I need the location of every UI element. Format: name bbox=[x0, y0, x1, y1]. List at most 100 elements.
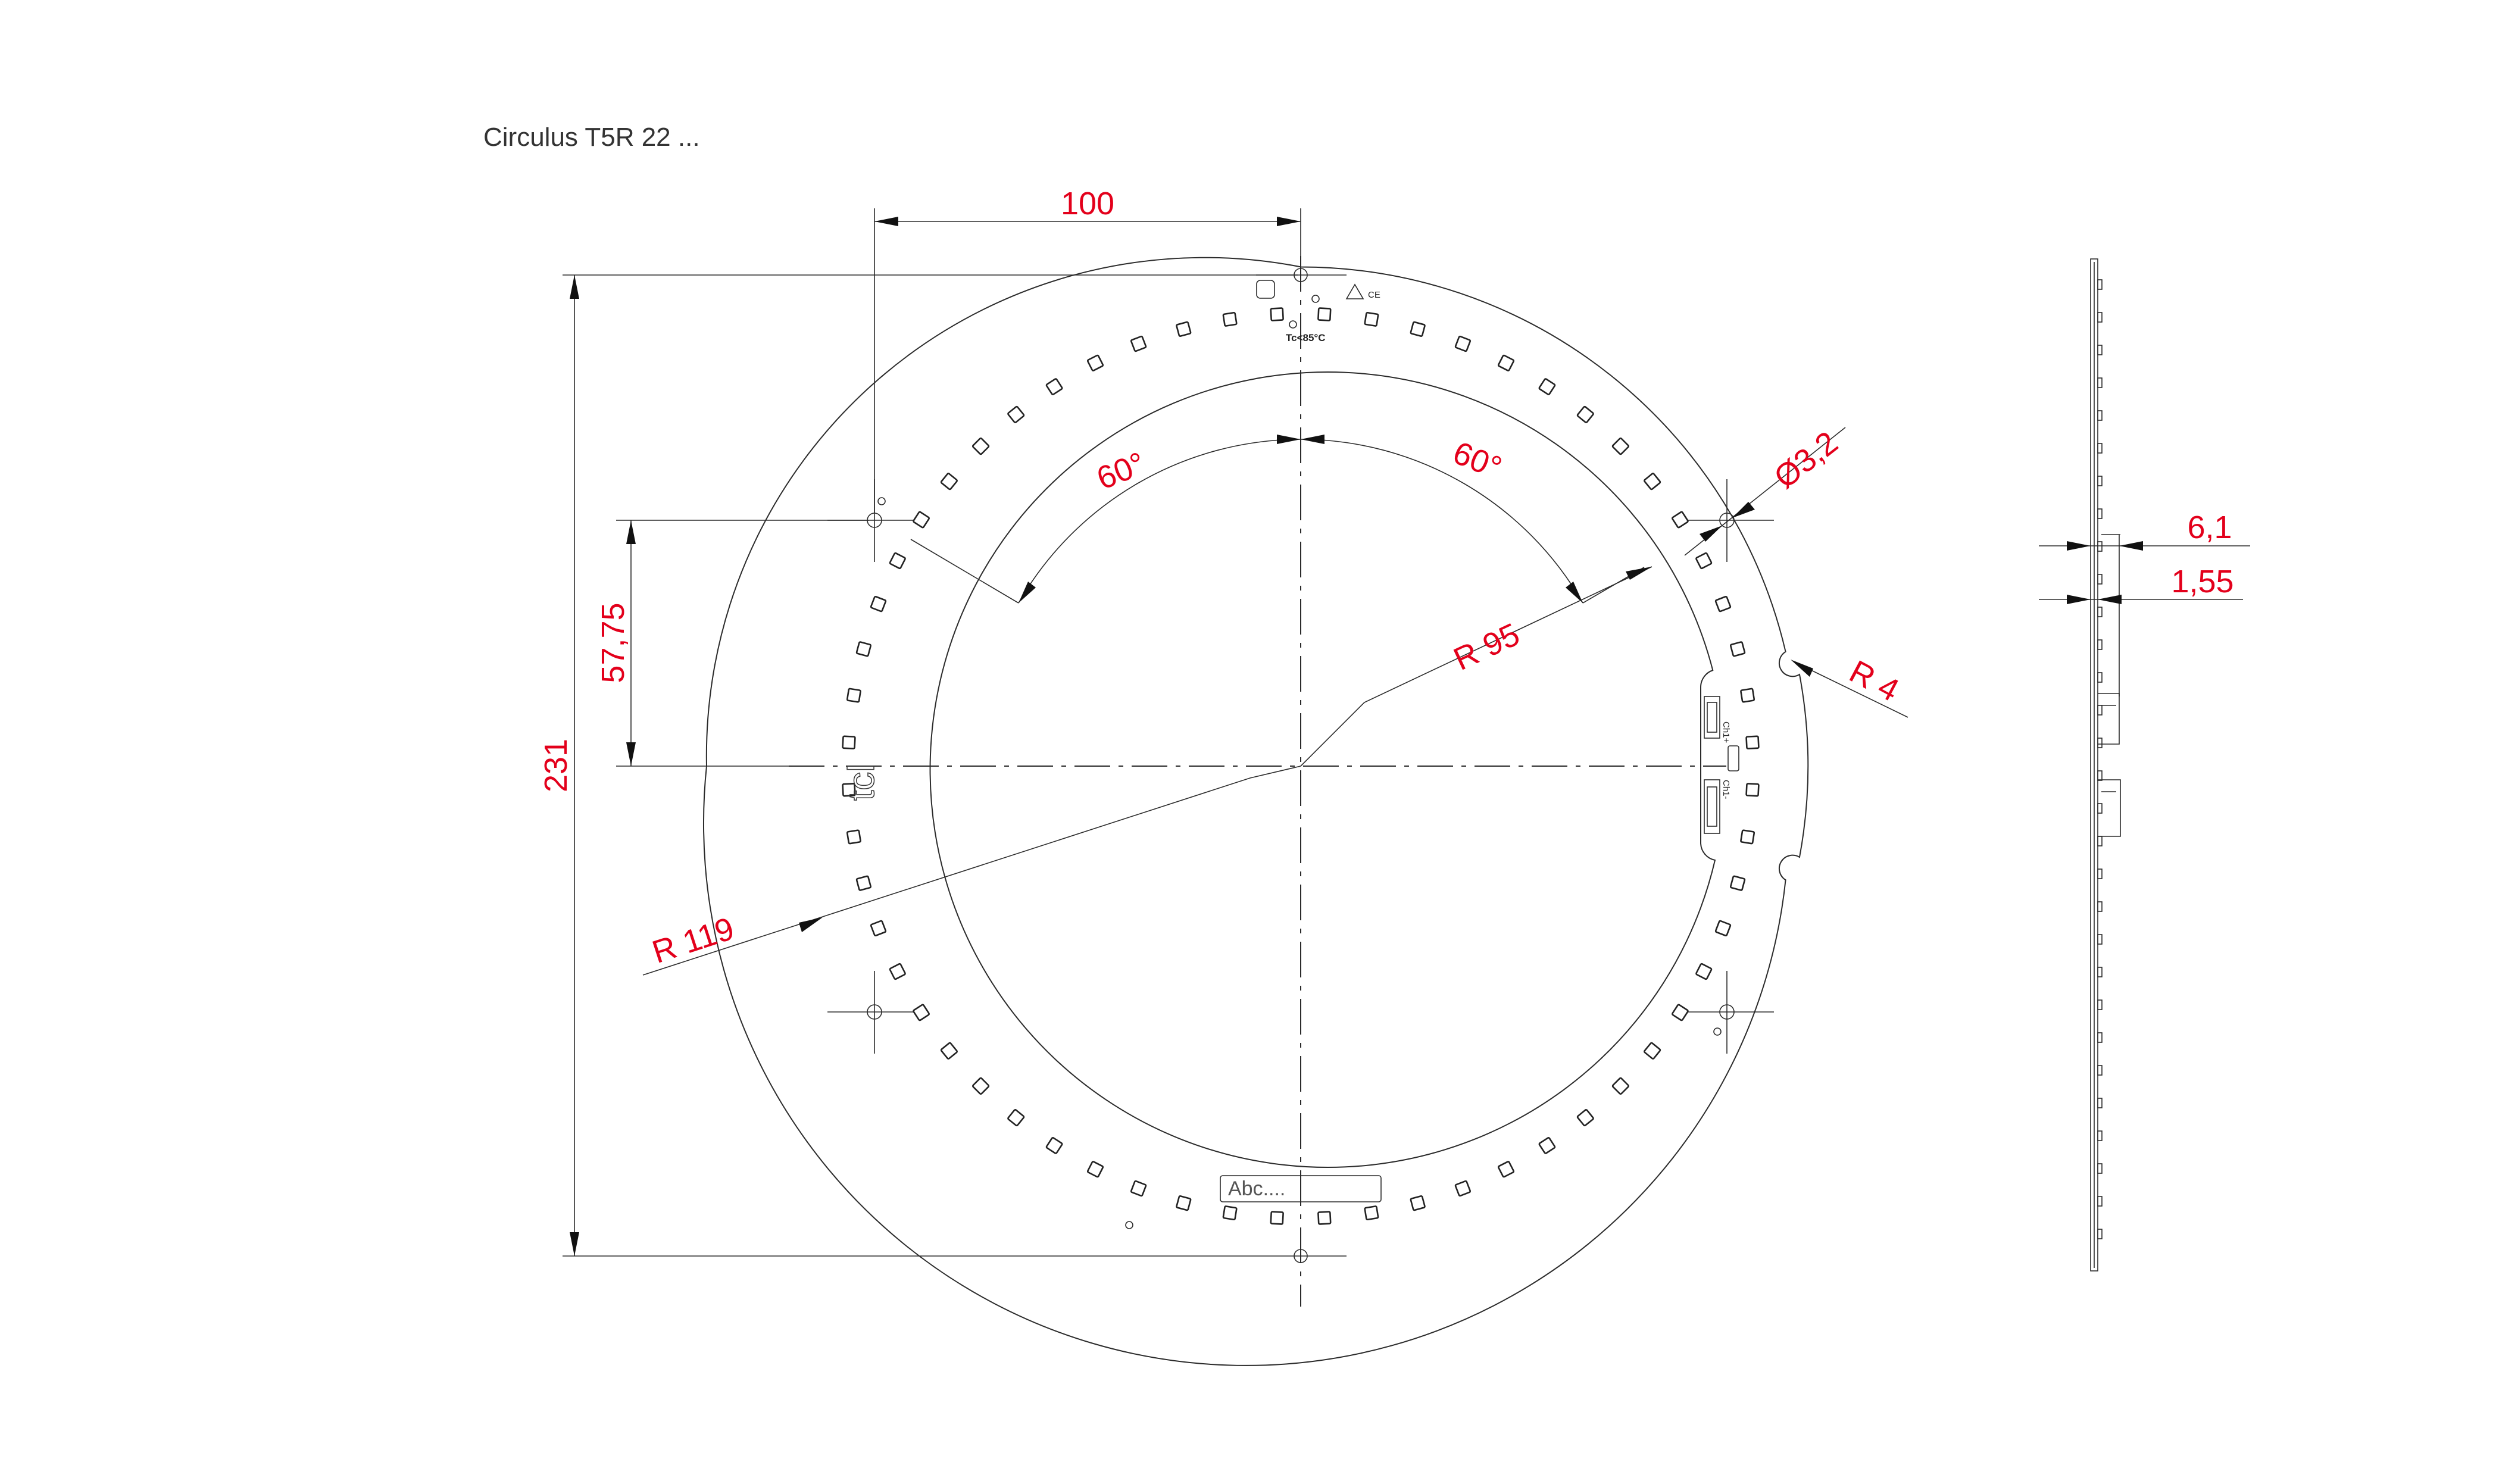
led bbox=[1672, 1004, 1689, 1021]
led bbox=[1045, 1137, 1063, 1154]
led bbox=[1130, 335, 1147, 352]
side-led bbox=[2097, 738, 2103, 748]
dimension-height-value: 231 bbox=[538, 739, 574, 792]
led bbox=[1222, 311, 1238, 327]
angle-left-value: 60° bbox=[1092, 445, 1150, 496]
mounting-hole bbox=[827, 971, 921, 1054]
dimension-angles: 60° 60° bbox=[910, 429, 1645, 604]
side-led bbox=[2097, 967, 2103, 977]
fiducial bbox=[877, 497, 886, 505]
side-led bbox=[2097, 1098, 2103, 1108]
led bbox=[1176, 321, 1192, 337]
led bbox=[889, 963, 906, 980]
led bbox=[1740, 829, 1755, 845]
side-led bbox=[2097, 672, 2103, 683]
board-outline bbox=[702, 257, 1809, 1366]
dimension-radius-outer: R 119 bbox=[642, 766, 1301, 976]
side-led bbox=[2097, 377, 2103, 388]
side-led bbox=[2097, 803, 2103, 814]
side-led bbox=[2097, 345, 2103, 355]
led bbox=[1745, 735, 1760, 749]
temperature-marking: Tc<85°C bbox=[1286, 332, 1326, 343]
thickness-total-value: 6,1 bbox=[2187, 510, 2232, 545]
fiducial bbox=[1713, 1027, 1722, 1036]
board-inner-outline bbox=[929, 371, 1716, 1168]
angle-right-value: 60° bbox=[1448, 435, 1507, 486]
side-led bbox=[2097, 541, 2103, 552]
mounting-hole bbox=[1680, 971, 1774, 1054]
led bbox=[1576, 1109, 1594, 1127]
led bbox=[1270, 1211, 1284, 1225]
led bbox=[1730, 641, 1746, 657]
side-led bbox=[2097, 312, 2103, 323]
led bbox=[1714, 595, 1732, 613]
notch-radius-value: R 4 bbox=[1844, 654, 1904, 708]
fiducial bbox=[1125, 1221, 1133, 1229]
led bbox=[889, 552, 906, 570]
led bbox=[913, 1004, 930, 1021]
dimension-height: 231 bbox=[538, 274, 1298, 1257]
led bbox=[870, 920, 887, 937]
side-led bbox=[2097, 574, 2103, 585]
led bbox=[1611, 1077, 1630, 1095]
side-led bbox=[2097, 901, 2103, 912]
radius-outer-value: R 119 bbox=[648, 911, 739, 970]
board-markings: CE Tc<85°C Abc.... tcl Ch1+ Ch1- bbox=[841, 280, 1739, 1202]
dimension-notch-radius: R 4 bbox=[1791, 654, 1908, 718]
dimension-thickness-total: 6,1 bbox=[2039, 510, 2250, 696]
mounting-holes bbox=[827, 268, 1774, 1263]
led bbox=[1364, 311, 1379, 327]
side-led bbox=[2097, 1196, 2103, 1207]
side-led bbox=[2097, 770, 2103, 781]
mounting-hole bbox=[1167, 1249, 1347, 1263]
led-ring bbox=[842, 307, 1760, 1225]
dimension-width: 100 bbox=[874, 186, 1301, 513]
side-led bbox=[2097, 1065, 2103, 1076]
led bbox=[1695, 552, 1713, 570]
led bbox=[1745, 783, 1760, 797]
logo-marking: tcl bbox=[841, 763, 883, 801]
side-led bbox=[2097, 999, 2103, 1010]
led bbox=[1045, 378, 1063, 395]
label-field-text: Abc.... bbox=[1228, 1177, 1285, 1200]
led bbox=[1672, 511, 1689, 529]
label-field bbox=[1220, 1175, 1382, 1202]
side-led bbox=[2097, 443, 2103, 454]
connector-plus-label: Ch1+ bbox=[1721, 721, 1731, 743]
led bbox=[870, 595, 887, 613]
led bbox=[842, 783, 856, 797]
side-led bbox=[2097, 836, 2103, 846]
drawing-title: Circulus T5R 22 ... bbox=[483, 123, 700, 152]
led bbox=[1714, 920, 1732, 937]
led bbox=[1730, 875, 1746, 891]
led bbox=[1222, 1205, 1238, 1221]
dimension-hole-offset: 57,75 bbox=[595, 520, 869, 767]
radius-inner-value: R 95 bbox=[1448, 616, 1525, 677]
led bbox=[1611, 437, 1630, 455]
ce-mark-icon: CE bbox=[1368, 290, 1380, 300]
led bbox=[1086, 354, 1104, 371]
dimension-hole-diameter: Ø3,2 bbox=[1684, 424, 1846, 556]
led bbox=[1007, 405, 1025, 423]
mounting-hole bbox=[1680, 479, 1774, 562]
led bbox=[1576, 405, 1594, 423]
connector-minus-label: Ch1- bbox=[1721, 780, 1731, 799]
thickness-pcb-value: 1,55 bbox=[2171, 564, 2233, 599]
dimension-width-value: 100 bbox=[1061, 186, 1114, 221]
side-led bbox=[2097, 279, 2103, 290]
side-view: 6,1 1,55 bbox=[2039, 258, 2250, 1271]
side-led bbox=[2097, 934, 2103, 945]
side-view-leds bbox=[2097, 279, 2103, 1239]
side-led bbox=[2097, 410, 2103, 421]
fiducial bbox=[1289, 320, 1297, 329]
led bbox=[971, 1077, 990, 1095]
side-led bbox=[2097, 1229, 2103, 1239]
side-view-pcb bbox=[2090, 258, 2098, 1271]
led bbox=[1270, 307, 1284, 321]
svg-text:tcl: tcl bbox=[841, 764, 882, 801]
led bbox=[940, 473, 958, 490]
dimension-radius-inner: R 95 bbox=[1300, 566, 1652, 767]
side-view-connectors bbox=[2098, 693, 2121, 837]
led bbox=[1454, 1180, 1472, 1197]
side-led bbox=[2097, 639, 2103, 650]
